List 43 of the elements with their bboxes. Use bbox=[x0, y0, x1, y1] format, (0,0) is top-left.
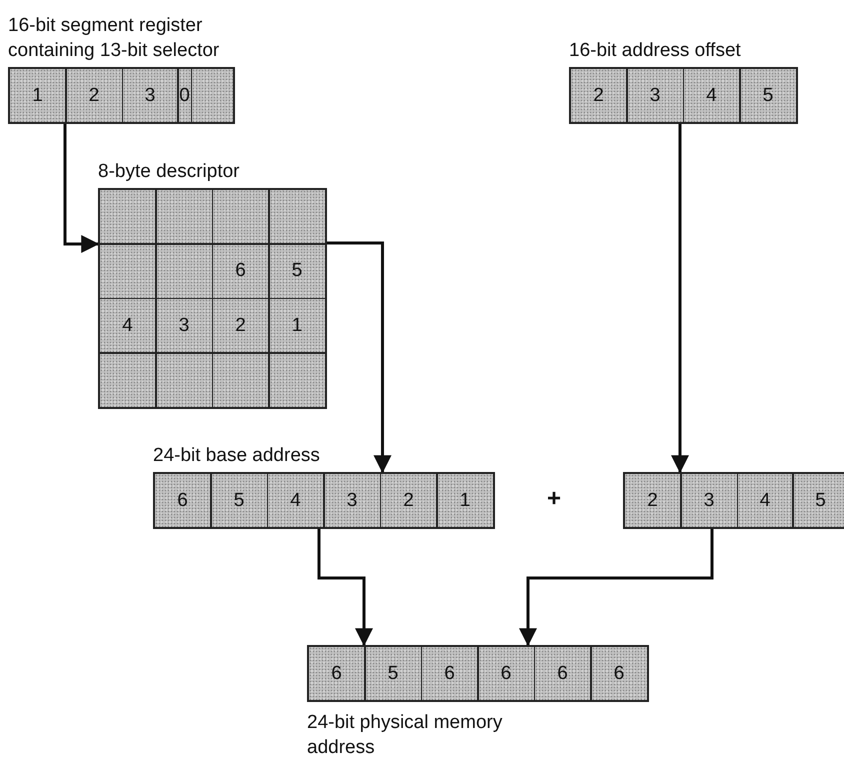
byte-cell: 4 bbox=[738, 474, 792, 527]
register-label: 8-byte descriptor bbox=[98, 160, 241, 184]
byte-cell: 3 bbox=[682, 474, 736, 527]
byte-cell: 6 bbox=[155, 474, 210, 527]
byte-cell: 4 bbox=[684, 69, 739, 122]
byte-cell: 3 bbox=[628, 69, 682, 122]
register-label: 16-bit address offset bbox=[569, 39, 742, 63]
arrow bbox=[318, 529, 373, 646]
byte-cell: 5 bbox=[366, 647, 420, 700]
register bbox=[623, 472, 844, 529]
byte-cell: 3 bbox=[156, 299, 212, 352]
byte-cell: 5 bbox=[794, 474, 844, 527]
byte-cell: 1 bbox=[438, 474, 492, 527]
empty-cell bbox=[192, 69, 233, 122]
byte-cell: 3 bbox=[324, 474, 380, 527]
byte-cell: 2 bbox=[381, 474, 436, 527]
byte-cell: 4 bbox=[100, 299, 155, 352]
arrow bbox=[326, 242, 392, 474]
arrow bbox=[64, 124, 100, 253]
byte-cell: 2 bbox=[625, 474, 680, 527]
byte-cell: 5 bbox=[740, 69, 796, 122]
byte-cell: 6 bbox=[535, 647, 590, 700]
byte-cell: 2 bbox=[213, 299, 268, 352]
byte-cell: 6 bbox=[478, 647, 534, 700]
byte-cell: 6 bbox=[592, 647, 646, 700]
byte-cell: 3 bbox=[123, 69, 177, 122]
plus-sign: + bbox=[547, 485, 562, 513]
byte-cell: 5 bbox=[212, 474, 266, 527]
register-label: 24-bit physical memory address bbox=[307, 711, 504, 760]
byte-cell: 6 bbox=[309, 647, 364, 700]
register-label: 16-bit segment register containing 13-bit selector bbox=[8, 14, 220, 63]
byte-cell: 6 bbox=[213, 244, 268, 298]
byte-cell: 2 bbox=[66, 69, 122, 122]
byte-cell: 1 bbox=[270, 299, 324, 352]
arrow bbox=[671, 124, 689, 474]
byte-cell: 2 bbox=[571, 69, 626, 122]
byte-cell: 1 bbox=[10, 69, 65, 122]
byte-cell: 0 bbox=[178, 69, 190, 122]
byte-cell: 6 bbox=[422, 647, 477, 700]
register-label: 24-bit base address bbox=[153, 444, 321, 468]
byte-cell: 5 bbox=[270, 244, 324, 298]
byte-cell: 4 bbox=[268, 474, 323, 527]
arrow bbox=[519, 529, 714, 646]
